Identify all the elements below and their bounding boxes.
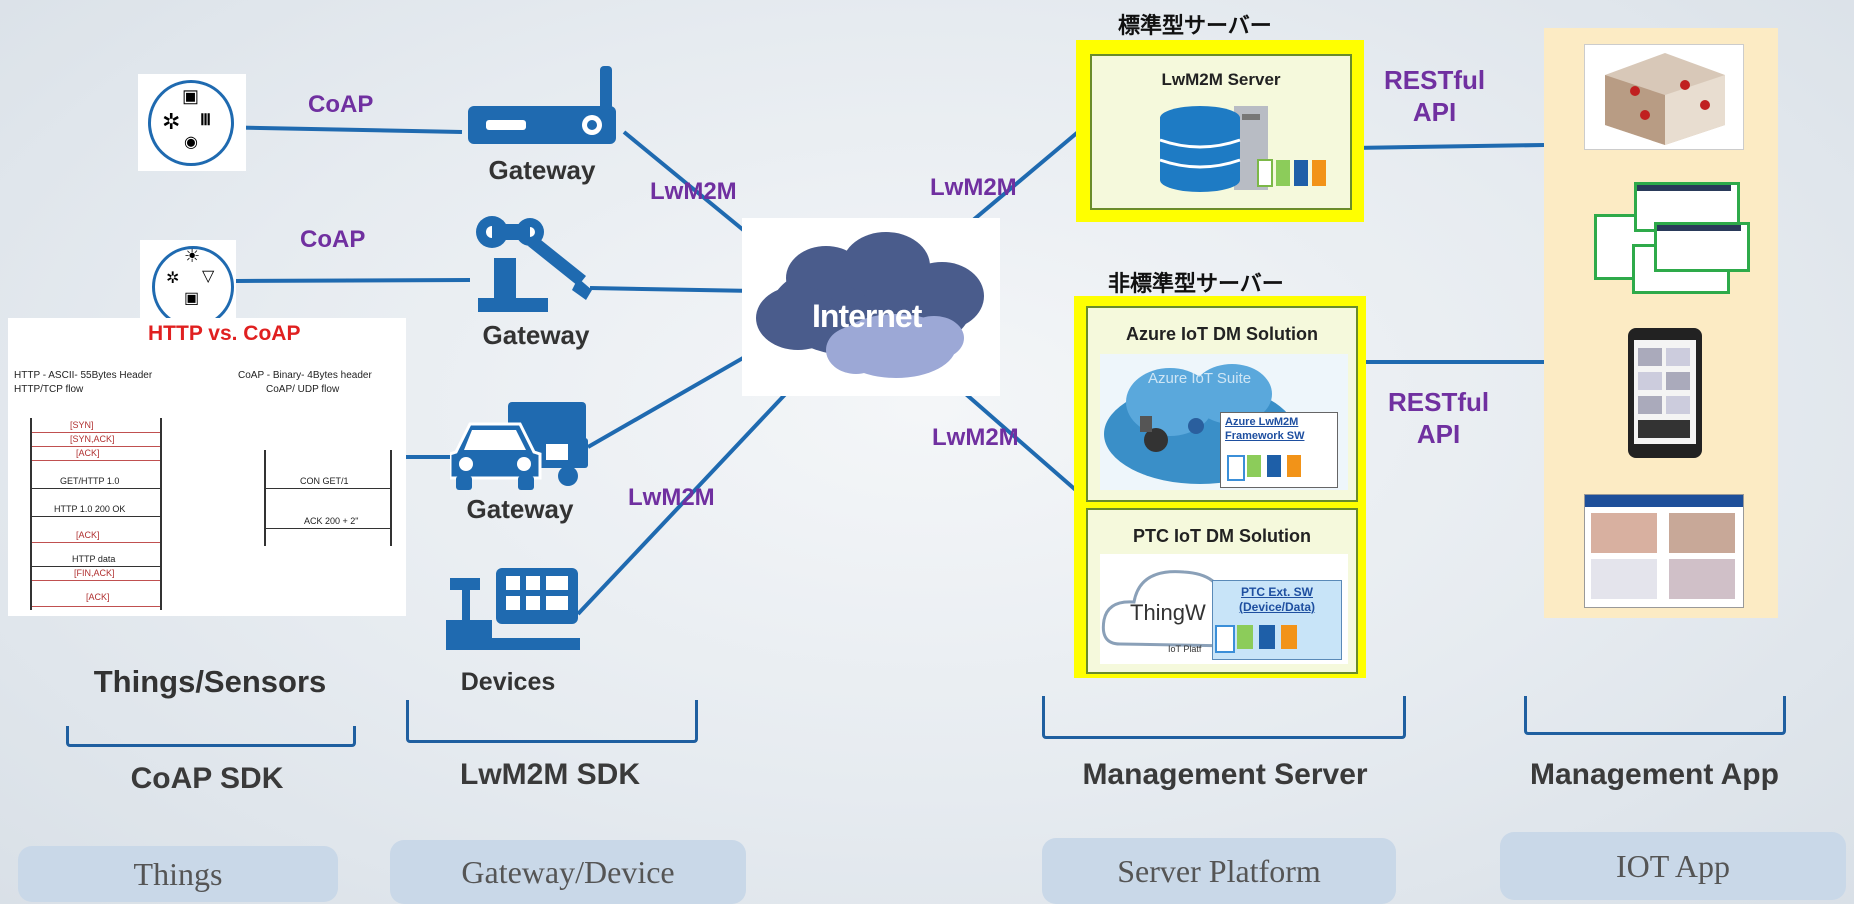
sun-icon: ☀ — [184, 246, 201, 266]
coap-flow-text: CoAP/ UDP flow — [266, 384, 340, 395]
bracket-management-server — [1042, 696, 1406, 739]
http-header-text: HTTP - ASCII- 55Bytes Header — [14, 370, 153, 381]
gear-icon: ✲ — [162, 109, 181, 134]
internet-label: Internet — [812, 298, 922, 334]
gateway-label-1: Gateway — [488, 155, 596, 185]
meter-icon: Ⅲ — [200, 112, 212, 129]
sensor-icon-1: ▣ ✲ Ⅲ ◉ — [138, 74, 246, 171]
lwm2m-server-title: LwM2M Server — [1161, 70, 1281, 89]
protocol-lwm2m-server2: LwM2M — [932, 424, 1019, 451]
http-vs-coap-diagram: HTTP vs. CoAP HTTP - ASCII- 55Bytes Head… — [8, 318, 406, 616]
azure-sw-text: Azure LwM2M Framework SW — [1225, 416, 1305, 442]
http-msg: HTTP data — [72, 554, 116, 564]
platform-things: Things — [18, 846, 338, 902]
chip-icon: ▣ — [182, 86, 200, 106]
smartphone-image — [1628, 328, 1702, 458]
gateway-label-2: Gateway — [482, 320, 590, 350]
bracket-coap-sdk — [66, 726, 356, 747]
protocol-restful-1: RESTful API — [1384, 65, 1486, 127]
coap-msg: CON GET/1 — [300, 476, 349, 486]
ptc-sw-text: PTC Ext. SW (Device/Data) — [1238, 585, 1316, 614]
coap-msg: ACK 200 + 2" — [304, 516, 359, 526]
devices-label: Devices — [460, 668, 556, 696]
management-app-label: Management App — [1530, 758, 1779, 791]
http-msg: [ACK] — [86, 592, 110, 602]
iot-app-panel — [1544, 28, 1778, 618]
lwm2m-sdk-label: LwM2M SDK — [460, 758, 640, 791]
line-sensor1-gateway1 — [211, 125, 463, 134]
line-gateway2-internet — [589, 286, 757, 293]
bracket-lwm2m-sdk — [406, 700, 698, 743]
http-msg: [SYN] — [70, 420, 94, 430]
line-lwm2mserver-app — [1351, 143, 1545, 150]
camera-icon: ▣ — [184, 290, 200, 307]
http-msg: [SYN,ACK] — [70, 434, 115, 444]
router-icon — [468, 66, 616, 144]
protocol-lwm2m-devices: LwM2M — [628, 484, 715, 511]
sensor-icon-2: ☀ ✲ ▽ ▣ — [140, 240, 236, 328]
protocol-lwm2m-server1: LwM2M — [930, 174, 1017, 201]
smart-home-image — [1584, 44, 1744, 150]
cloud-icon — [756, 232, 984, 378]
http-flow-text: HTTP/TCP flow — [14, 384, 84, 395]
eye-icon: ◉ — [184, 134, 198, 151]
lwm2m-server-panel: LwM2M Server — [1090, 54, 1352, 210]
ptc-title: PTC IoT DM Solution — [1133, 526, 1311, 546]
nonstandard-server-label: 非標準型サーバー — [1108, 272, 1284, 297]
robot-arm-icon — [476, 216, 592, 312]
server-database-icon — [1159, 106, 1326, 192]
http-msg: HTTP 1.0 200 OK — [54, 504, 126, 514]
azure-panel: Azure IoT DM Solution Azure IoT Suite Az… — [1086, 306, 1358, 502]
things-sensors-label: Things/Sensors — [93, 664, 327, 699]
azure-sw-box: Azure LwM2M Framework SW — [1220, 412, 1338, 488]
protocol-coap-1: CoAP — [308, 91, 374, 118]
ptc-cloud-image: ThingW IoT Platf PTC Ext. SW (Device/Dat… — [1100, 554, 1348, 664]
line-devices-internet — [576, 366, 812, 616]
web-portal-image — [1584, 494, 1744, 608]
azure-cloud-image: Azure IoT Suite Azure LwM2M Framework SW — [1100, 354, 1348, 490]
ptc-logo-text: ThingW — [1130, 600, 1206, 625]
gear-icon: ✲ — [166, 270, 180, 287]
coap-header-text: CoAP - Binary- 4Bytes header — [238, 370, 372, 381]
protocol-restful-2: RESTful API — [1388, 387, 1490, 449]
platform-gateway-device: Gateway/Device — [390, 840, 746, 904]
ptc-platform-text: IoT Platf — [1168, 644, 1202, 654]
management-server-label: Management Server — [1082, 758, 1368, 791]
platform-iot-app: IOT App — [1500, 832, 1846, 900]
http-msg: [FIN,ACK] — [74, 568, 115, 578]
dashboard-image — [1594, 182, 1750, 294]
azure-title: Azure IoT DM Solution — [1126, 324, 1318, 344]
ptc-panel: PTC IoT DM Solution ThingW IoT Platf PTC… — [1086, 508, 1358, 674]
line-sensor2-gateway2 — [235, 278, 471, 283]
vehicle-icon — [450, 402, 588, 490]
gateway-label-3: Gateway — [466, 494, 574, 524]
http-msg: GET/HTTP 1.0 — [60, 476, 120, 486]
coap-sdk-label: CoAP SDK — [130, 762, 284, 795]
http-vs-coap-title: HTTP vs. CoAP — [148, 322, 301, 345]
http-msg: [ACK] — [76, 448, 100, 458]
protocol-coap-2: CoAP — [300, 226, 366, 253]
pos-terminal-icon — [446, 568, 580, 650]
standard-server-label: 標準型サーバー — [1118, 14, 1272, 39]
platform-server: Server Platform — [1042, 838, 1396, 904]
http-msg: [ACK] — [76, 530, 100, 540]
protocol-lwm2m-gateway1: LwM2M — [650, 178, 737, 205]
filter-icon: ▽ — [202, 268, 215, 285]
ptc-sw-box: PTC Ext. SW (Device/Data) — [1212, 580, 1342, 660]
bracket-management-app — [1524, 696, 1786, 735]
azure-suite-text: Azure IoT Suite — [1148, 370, 1252, 387]
